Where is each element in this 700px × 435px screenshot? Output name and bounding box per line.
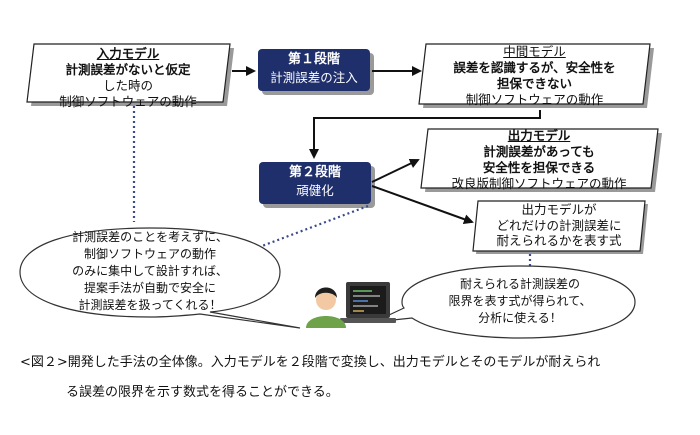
stage1-text: 第１段階 計測誤差の注入 bbox=[258, 51, 370, 87]
bubble-left-line: 提案手法が自動で安全に bbox=[83, 281, 216, 295]
middle-model-text: 中間モデル 誤差を認識するが、安全性を 担保できない 制御ソフトウェアの動作 bbox=[422, 44, 647, 108]
bubble-left-line: 計測誤差のことを考えずに、 bbox=[72, 230, 228, 244]
output-model-line3: 改良版制御ソフトウェアの動作 bbox=[451, 176, 627, 191]
stage2-box bbox=[259, 162, 375, 208]
arrow-stage2-to-formula bbox=[371, 185, 474, 224]
bubble-right-line: 分析に使える！ bbox=[478, 311, 562, 325]
input-model-box bbox=[26, 43, 234, 106]
arrow-middle-to-stage2 bbox=[309, 110, 541, 159]
bubble-left-line: のみに集中して設計すれば、 bbox=[72, 264, 228, 278]
stage1-title: 第１段階 bbox=[287, 52, 340, 67]
middle-model-line2: 担保できない bbox=[496, 76, 572, 91]
formula-line2: どれだけの計測誤差に bbox=[496, 217, 622, 233]
arrow-stage2-to-output bbox=[371, 158, 420, 183]
bubble-right-line: 限界を表す式が得られて、 bbox=[448, 294, 592, 308]
stage2-subtitle: 頑健化 bbox=[296, 183, 334, 198]
middle-model-line1: 誤差を認識するが、安全性を bbox=[453, 60, 616, 75]
bubble-right-line: 耐えられる計測誤差の bbox=[459, 277, 580, 291]
person-at-computer-icon bbox=[306, 282, 396, 328]
stage2-text: 第２段階 頑健化 bbox=[259, 164, 371, 200]
bubble-left-line: 計測誤差を扱ってくれる！ bbox=[78, 298, 222, 312]
input-model-text: 入力モデル 計測誤差がないと仮定 した時の 制御ソフトウェアの動作 bbox=[31, 46, 225, 110]
bubble-left-line: 制御ソフトウェアの動作 bbox=[83, 247, 216, 261]
formula-line1: 出力モデルが bbox=[521, 202, 597, 217]
output-model-line1: 計測誤差があっても bbox=[483, 144, 595, 159]
stage1-subtitle: 計測誤差の注入 bbox=[270, 70, 358, 85]
input-model-line1: 計測誤差がないと仮定 bbox=[65, 62, 191, 77]
figure-caption: <図２>開発した手法の全体像。入力モデルを２段階で変換し、出力モデルとそのモデル… bbox=[20, 348, 684, 408]
dotted-stage2-to-bubble bbox=[261, 204, 369, 248]
middle-model-title: 中間モデル bbox=[503, 44, 566, 59]
formula-text: 出力モデルが どれだけの計測誤差に 耐えられるかを表す式 bbox=[476, 202, 642, 249]
middle-model-box bbox=[418, 43, 654, 108]
caption-line1: <図２>開発した手法の全体像。入力モデルを２段階で変換し、出力モデルとそのモデル… bbox=[20, 355, 601, 370]
output-model-line2: 安全性を担保できる bbox=[482, 160, 596, 175]
bubble-right-text: 耐えられる計測誤差の 限界を表す式が得られて、 分析に使える！ bbox=[410, 276, 630, 327]
output-model-box bbox=[420, 128, 662, 192]
input-model-title: 入力モデル bbox=[96, 46, 160, 61]
speech-bubble-left bbox=[19, 227, 301, 329]
input-model-line3: 制御ソフトウェアの動作 bbox=[59, 94, 197, 109]
middle-model-line3: 制御ソフトウェアの動作 bbox=[465, 92, 604, 107]
speech-bubble-right bbox=[373, 265, 636, 339]
stage1-box bbox=[258, 49, 374, 95]
caption-line2: る誤差の限界を示す数式を得ることができる。 bbox=[66, 385, 339, 400]
bubble-left-text: 計測誤差のことを考えずに、 制御ソフトウェアの動作 のみに集中して設計すれば、 … bbox=[30, 229, 270, 314]
output-model-text: 出力モデル 計測誤差があっても 安全性を担保できる 改良版制御ソフトウェアの動作 bbox=[424, 128, 654, 192]
stage2-title: 第２段階 bbox=[288, 165, 341, 180]
input-model-line2: した時の bbox=[102, 78, 153, 93]
formula-line3: 耐えられるかを表す式 bbox=[496, 233, 622, 248]
formula-box bbox=[472, 200, 648, 254]
output-model-title: 出力モデル bbox=[507, 128, 571, 143]
